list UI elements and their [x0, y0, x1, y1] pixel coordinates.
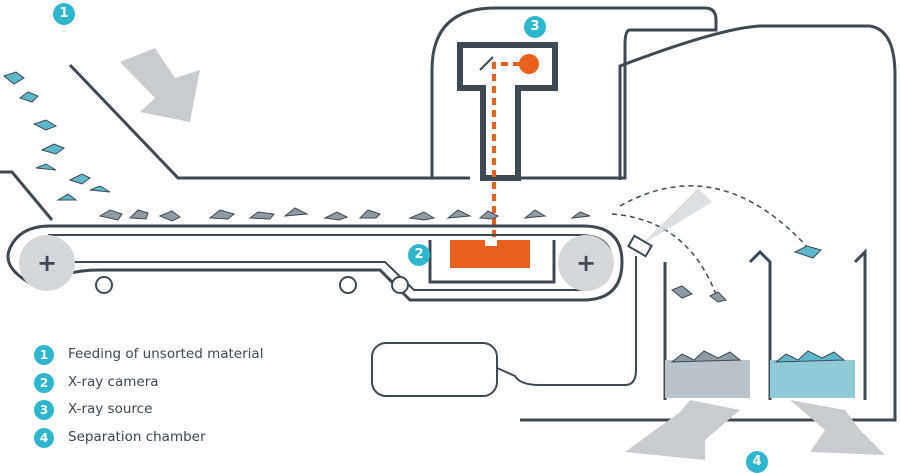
exit-arrow-left	[625, 400, 740, 460]
ejected-item	[793, 245, 822, 259]
control-unit	[371, 342, 498, 397]
left-pulley-symbol: +	[37, 249, 57, 277]
feed-chute	[68, 63, 470, 180]
camera-housing	[428, 240, 556, 284]
chamber-divider-right	[853, 248, 867, 400]
idler-roller-1	[95, 276, 113, 294]
conveyor-belt	[6, 224, 624, 302]
trajectory-short	[611, 213, 719, 301]
falling-material	[2, 71, 111, 201]
feed-arrow	[120, 48, 200, 122]
callout-feeding: 1	[53, 3, 75, 25]
material-on-belt	[98, 207, 591, 222]
source-housing	[430, 6, 718, 180]
falling-item-2	[709, 291, 727, 303]
exit-arrow-right	[790, 400, 885, 455]
camera-window	[485, 238, 497, 246]
feed-chute-lower	[0, 170, 54, 221]
falling-item	[671, 285, 693, 299]
separation-chamber-housing	[520, 24, 897, 422]
legend-badge: 2	[34, 372, 54, 393]
bin-left	[665, 350, 750, 398]
legend-label: X-ray camera	[68, 373, 159, 390]
legend-label: Feeding of unsorted material	[68, 346, 264, 362]
right-pulley-symbol: +	[576, 249, 596, 277]
xray-source-emitter	[519, 54, 539, 74]
chamber-divider-middle	[748, 249, 772, 400]
left-pulley	[19, 235, 75, 291]
callout-xray-camera: 2	[408, 244, 430, 266]
trajectory-long	[619, 185, 811, 251]
air-jet-nozzle	[626, 234, 654, 258]
bin-right	[770, 350, 855, 398]
xray-beam	[492, 62, 520, 240]
idler-roller-2	[339, 276, 357, 294]
legend-label: X-ray source	[68, 401, 153, 418]
callout-xray-source: 3	[524, 16, 546, 38]
control-cable	[496, 256, 637, 386]
legend-badge: 4	[34, 427, 54, 448]
legend-badge: 1	[34, 345, 54, 365]
source-mirror	[479, 56, 494, 71]
right-pulley	[558, 235, 614, 291]
legend-badge: 3	[34, 400, 54, 421]
source-box	[457, 42, 558, 181]
legend-label: Separation chamber	[68, 428, 206, 445]
air-jet-cone	[640, 188, 712, 246]
callout-separation-chamber: 4	[746, 451, 768, 473]
idler-roller-3	[391, 276, 409, 294]
